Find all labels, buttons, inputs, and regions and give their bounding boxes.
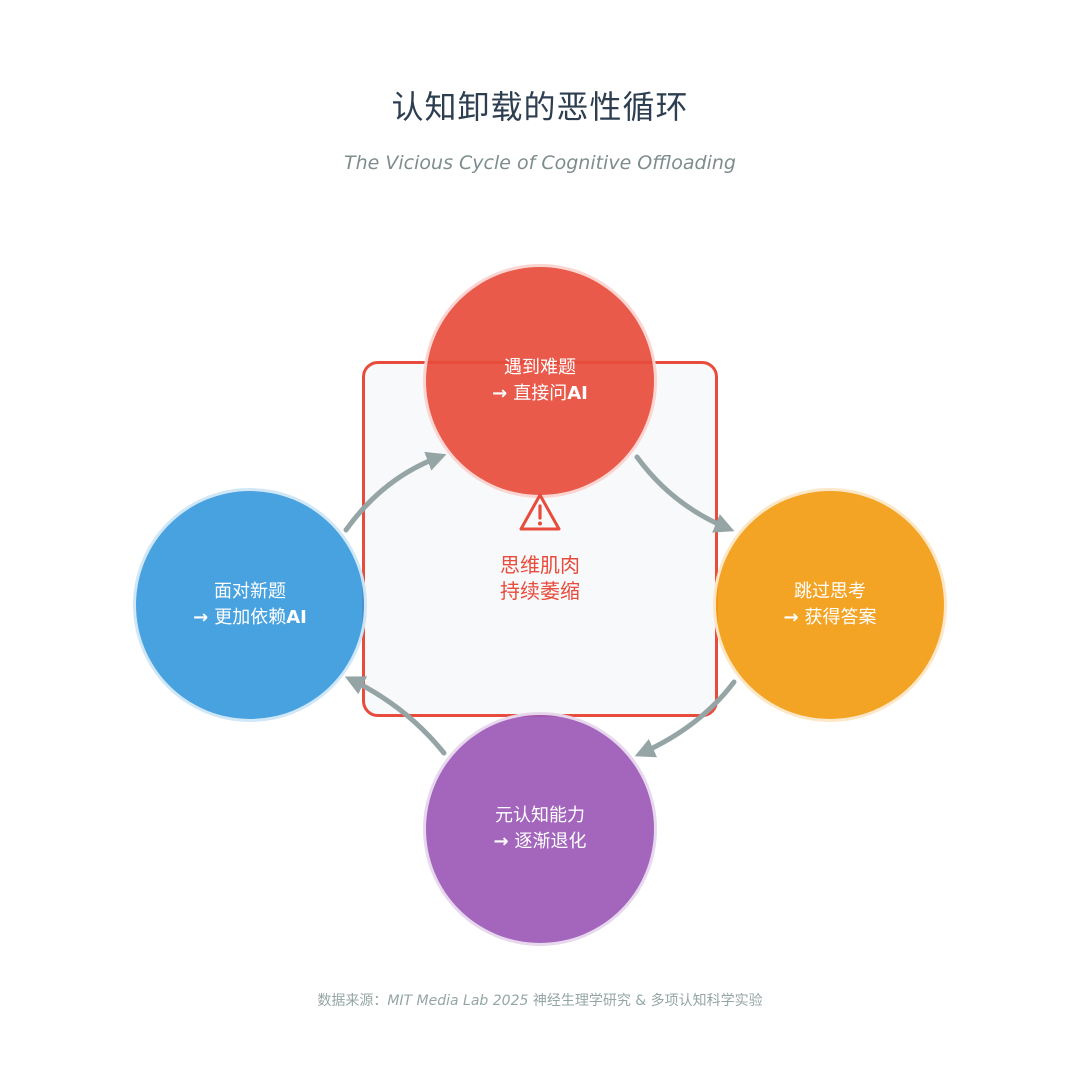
cycle-node-skip-thinking: 跳过思考 →获得答案 (713, 488, 947, 722)
node-line2: →直接问AI (492, 381, 588, 407)
center-warning-text: 思维肌肉 持续萎缩 (440, 552, 640, 604)
node-line2-bold: AI (567, 383, 588, 404)
arrow-red-to-orange (634, 454, 735, 533)
arrow-blue-to-red (343, 451, 447, 533)
arrow-purple-to-blue (344, 676, 447, 756)
node-line2-text: 逐渐退化 (514, 831, 587, 852)
footer-prefix: 数据来源： (317, 993, 388, 1009)
node-line2: →逐渐退化 (493, 829, 586, 855)
diagram-subtitle: The Vicious Cycle of Cognitive Offloadin… (344, 152, 736, 174)
arrow-orange-to-purple (634, 679, 737, 758)
warning-icon (519, 493, 561, 531)
node-line1: 元认知能力 (495, 805, 585, 826)
node-line1: 面对新题 (214, 581, 286, 602)
cycle-node-metacognition: 元认知能力 →逐渐退化 (423, 712, 657, 946)
node-line1: 遇到难题 (504, 357, 576, 378)
footer-source: MIT Media Lab 2025 (387, 993, 529, 1009)
center-line2: 持续萎缩 (500, 579, 580, 603)
node-line2-bold: AI (286, 607, 307, 628)
right-arrow-icon: → (492, 383, 508, 404)
right-arrow-icon: → (493, 831, 509, 852)
cycle-node-more-dependence: 面对新题 →更加依赖AI (133, 488, 367, 722)
node-line2-text: 获得答案 (804, 607, 877, 628)
node-line2-text: 直接问 (513, 383, 568, 404)
node-line2: →更加依赖AI (193, 605, 307, 631)
cycle-node-ask-ai: 遇到难题 →直接问AI (423, 264, 657, 498)
node-line1: 跳过思考 (794, 581, 866, 602)
source-footnote: 数据来源：MIT Media Lab 2025 神经生理学研究 & 多项认知科学… (0, 990, 1080, 1010)
center-line1: 思维肌肉 (500, 553, 580, 577)
right-arrow-icon: → (193, 607, 209, 628)
diagram-title: 认知卸载的恶性循环 (391, 88, 689, 126)
right-arrow-icon: → (783, 607, 799, 628)
node-line2-text: 更加依赖 (214, 607, 287, 628)
node-line2: →获得答案 (783, 605, 876, 631)
footer-suffix: 神经生理学研究 & 多项认知科学实验 (528, 993, 763, 1009)
